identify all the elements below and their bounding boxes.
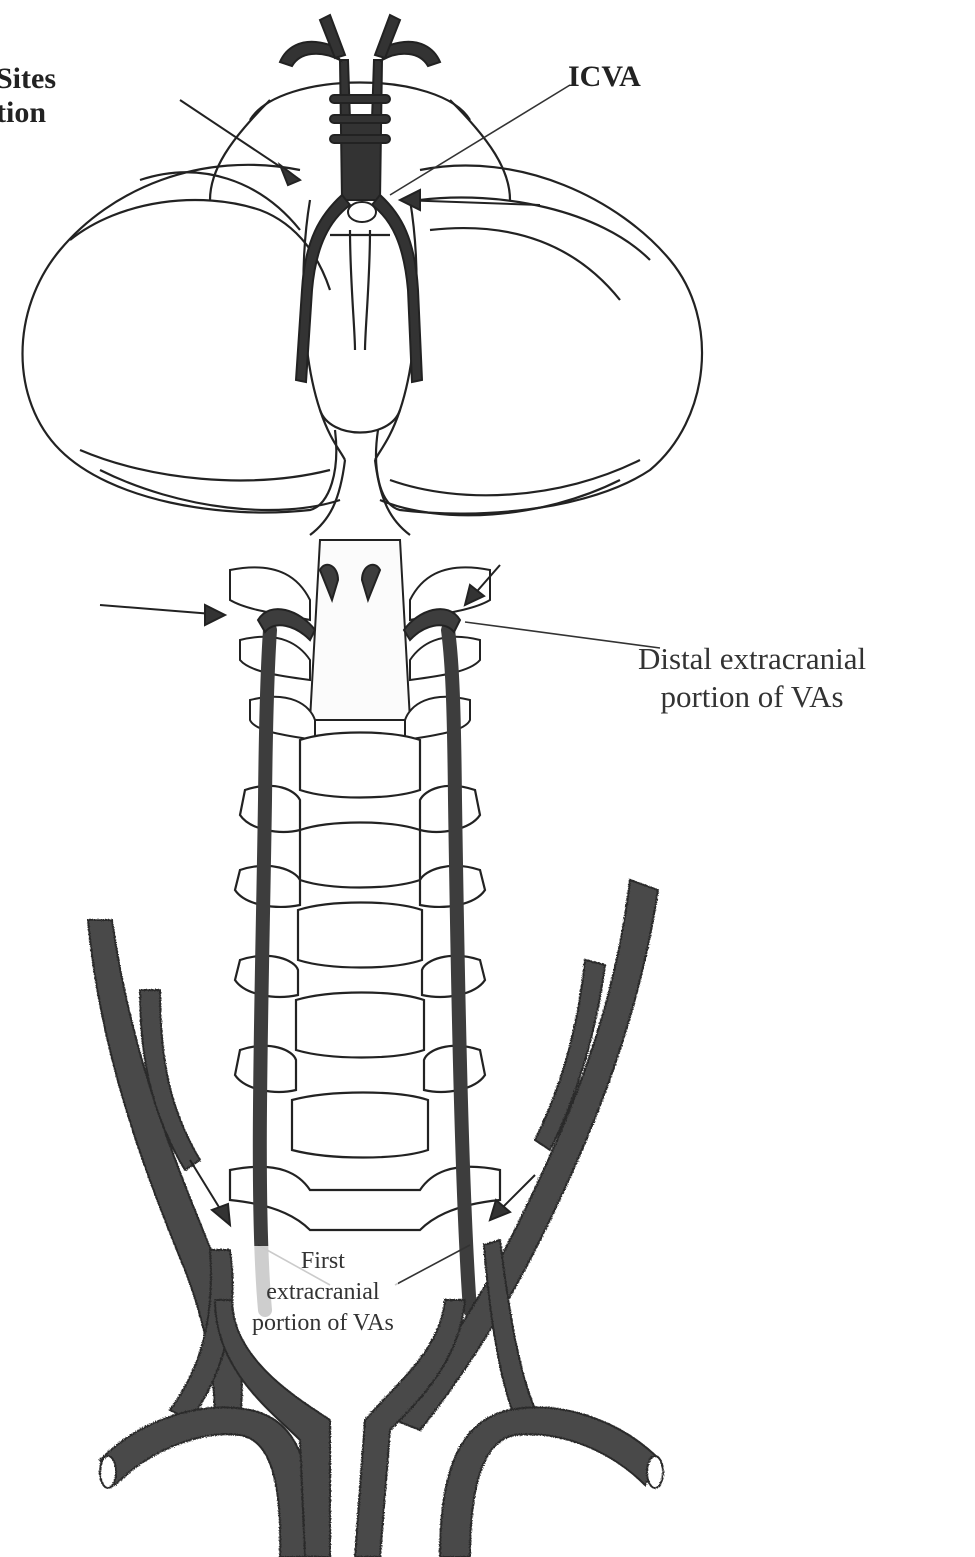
- distal-label-line-1: Distal extracranial: [638, 640, 866, 678]
- first-label-line-2: extracranial: [252, 1277, 394, 1308]
- distal-extracranial-label: Distal extracranial portion of VAs: [638, 640, 866, 716]
- sites-label-line-1: Sites: [0, 62, 56, 96]
- sites-label: Sites tion: [0, 62, 56, 130]
- first-label-line-3: portion of VAs: [252, 1308, 394, 1339]
- sites-label-line-2: tion: [0, 96, 56, 130]
- first-label-line-1: First: [252, 1246, 394, 1277]
- first-extracranial-label: First extracranial portion of VAs: [248, 1246, 398, 1339]
- icva-label: ICVA: [568, 60, 641, 94]
- distal-label-line-2: portion of VAs: [638, 678, 866, 716]
